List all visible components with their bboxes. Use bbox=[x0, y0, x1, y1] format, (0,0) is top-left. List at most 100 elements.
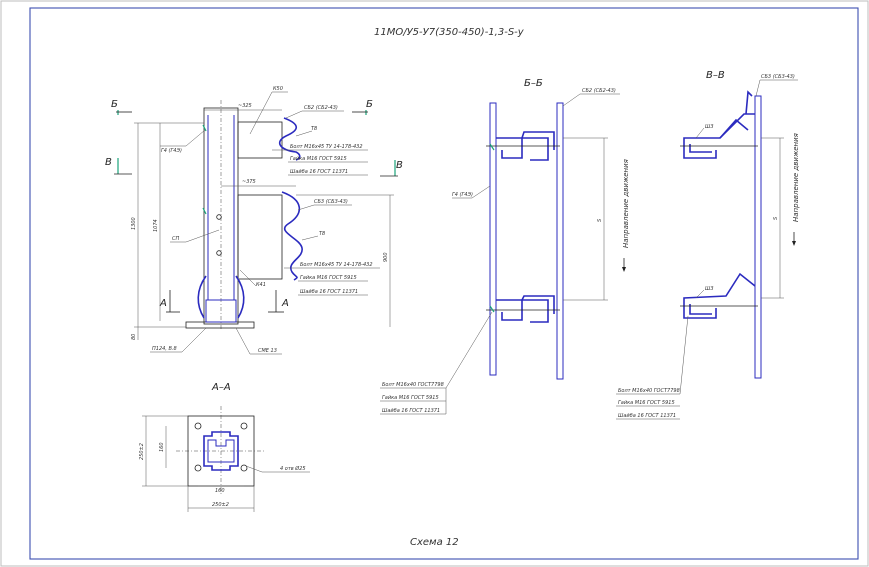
post-hole bbox=[216, 214, 222, 220]
label-base-left: П124, В.8 bbox=[152, 346, 177, 352]
section-mark-b-right: Б bbox=[366, 99, 373, 110]
section-aa-title: А–А bbox=[211, 382, 231, 393]
aa-post-profile bbox=[203, 431, 239, 471]
dim-1074: 1074 bbox=[153, 219, 159, 232]
bb-label-sb2: СБ2 (СБ2-43) bbox=[582, 88, 616, 94]
spacer-mid bbox=[237, 194, 283, 280]
dim-900: 900 bbox=[383, 252, 389, 262]
bb-label-g4: Г4 (Г4Э) bbox=[452, 192, 473, 198]
vv-profile-bottom-2 bbox=[689, 304, 712, 315]
section-mark-a-right: А bbox=[281, 298, 289, 309]
sheet-frame bbox=[29, 7, 859, 560]
label-sb2-top: СБ2 (СБ2-43) bbox=[304, 105, 338, 111]
section-mark-a-left: А bbox=[159, 298, 167, 309]
label-k50: К50 bbox=[273, 86, 283, 92]
bb-profile-top-2 bbox=[521, 131, 555, 150]
dim-375: ~375 bbox=[242, 179, 256, 185]
drawing-title: 11МО/У5-У7(350-450)-1,3-S-у bbox=[374, 27, 525, 38]
leader-base-right bbox=[235, 327, 251, 355]
bb-green-mark bbox=[489, 305, 495, 313]
vv-dim-s-label: S bbox=[773, 216, 779, 220]
bb-beam-plate bbox=[556, 102, 564, 380]
leader-sb3 bbox=[297, 204, 315, 211]
leader-base-left bbox=[181, 327, 207, 353]
foot-bracket bbox=[205, 299, 237, 323]
vv-label-nut: Гайка М16 ГОСТ 5915 bbox=[618, 400, 675, 406]
bb-post bbox=[489, 102, 497, 376]
vv-direction: Направление движения bbox=[792, 133, 800, 222]
label-sp: СП bbox=[172, 236, 179, 242]
post-stiffener-right bbox=[235, 275, 245, 319]
section-mark-v-right: В bbox=[396, 160, 403, 171]
label-t8-mid: Т8 bbox=[319, 231, 325, 237]
bb-label-nut: Гайка М16 ГОСТ 5915 bbox=[382, 395, 439, 401]
label-washer-top: Шайба 16 ГОСТ 11371 bbox=[290, 169, 348, 175]
bb-label-bolt: Болт М16х40 ГОСТ7798 bbox=[382, 382, 444, 388]
aa-hole bbox=[194, 422, 202, 430]
vv-leader-g-bottom bbox=[695, 289, 705, 299]
bb-leader-sb2 bbox=[562, 93, 581, 107]
vv-label-g-top: Ш3 bbox=[705, 124, 714, 130]
aa-leader-holes bbox=[245, 465, 263, 473]
aa-label-160h: 160 bbox=[215, 488, 225, 494]
base-plate bbox=[185, 321, 255, 329]
label-t8-top: Т8 bbox=[311, 126, 317, 132]
bb-direction-arrowhead bbox=[622, 267, 626, 272]
dim-1300: 1300 bbox=[131, 217, 137, 230]
vv-leader-g-top bbox=[695, 127, 705, 139]
bb-direction: Направление движения bbox=[622, 159, 630, 248]
vv-profile-top-2 bbox=[689, 90, 753, 153]
leader-t8-mid bbox=[301, 235, 319, 241]
spacer-top bbox=[237, 121, 283, 159]
vv-label-sb3: СБ3 (СБ3-43) bbox=[761, 74, 795, 80]
leader-k50 bbox=[249, 91, 273, 135]
post-green-mark bbox=[202, 124, 207, 132]
beam-mid-profile bbox=[281, 191, 303, 281]
label-bolt-mid: Болт М16х45 ТУ 14-178-432 bbox=[300, 262, 373, 268]
dim-325: ~325 bbox=[238, 103, 252, 109]
bb-dim-s-label: S bbox=[597, 218, 603, 222]
bb-leader-g4 bbox=[471, 185, 491, 199]
label-washer-mid: Шайба 16 ГОСТ 11371 bbox=[300, 289, 358, 295]
aa-hole bbox=[194, 464, 202, 472]
leader-g4 bbox=[185, 129, 206, 147]
front-view: 1300 1074 80 900 ~325 ~375 Б Б В В А А bbox=[105, 86, 403, 355]
aa-hole bbox=[240, 422, 248, 430]
bb-label-washer: Шайба 16 ГОСТ 11371 bbox=[382, 408, 440, 414]
section-bb-view: Б–Б S Направление движения СБ2 (СБ2-43) … bbox=[380, 78, 630, 415]
leader-t8-top bbox=[295, 130, 313, 137]
aa-label-250h: 250±2 bbox=[212, 502, 229, 508]
section-mark-b-left: Б bbox=[111, 99, 118, 110]
aa-label-holes: 4 отв Ø25 bbox=[280, 465, 306, 472]
vv-beam-plate bbox=[754, 95, 762, 379]
post-stiffener-left bbox=[197, 275, 207, 319]
vv-profile-top-3 bbox=[719, 118, 749, 139]
label-nut-mid: Гайка М16 ГОСТ 5915 bbox=[300, 275, 357, 281]
leader-sp bbox=[185, 229, 220, 243]
post-hole bbox=[216, 250, 222, 256]
vv-direction-arrowhead bbox=[792, 241, 796, 246]
label-k41: К41 bbox=[256, 282, 266, 288]
label-nut-top: Гайка М16 ГОСТ 5915 bbox=[290, 156, 347, 162]
vv-label-bolt: Болт М16х40 ГОСТ7798 bbox=[618, 388, 680, 394]
bb-green-mark bbox=[489, 143, 495, 151]
vv-leader-sb3 bbox=[755, 79, 761, 97]
vv-label-g-bottom: Ш3 bbox=[705, 286, 714, 292]
label-bolt-top: Болт М16х45 ТУ 14-178-432 bbox=[290, 144, 363, 150]
vv-profile-top bbox=[683, 113, 755, 159]
aa-label-160v: 160 bbox=[159, 442, 165, 452]
aa-post-profile-inner bbox=[207, 439, 235, 463]
aa-hole bbox=[240, 464, 248, 472]
label-base-right: СМЕ 13 bbox=[258, 348, 277, 354]
bb-profile-bottom bbox=[496, 299, 549, 323]
section-mark-v-left: В bbox=[105, 157, 112, 168]
dim-80: 80 bbox=[131, 334, 137, 340]
vv-leader-bolt bbox=[679, 315, 689, 395]
leader-sb2-top bbox=[285, 110, 303, 119]
label-sb3: СБ3 (СБ3-43) bbox=[314, 199, 348, 205]
bb-leader-bolt bbox=[445, 311, 493, 389]
section-vv-title: В–В bbox=[706, 70, 725, 81]
leader-k41 bbox=[239, 269, 257, 287]
